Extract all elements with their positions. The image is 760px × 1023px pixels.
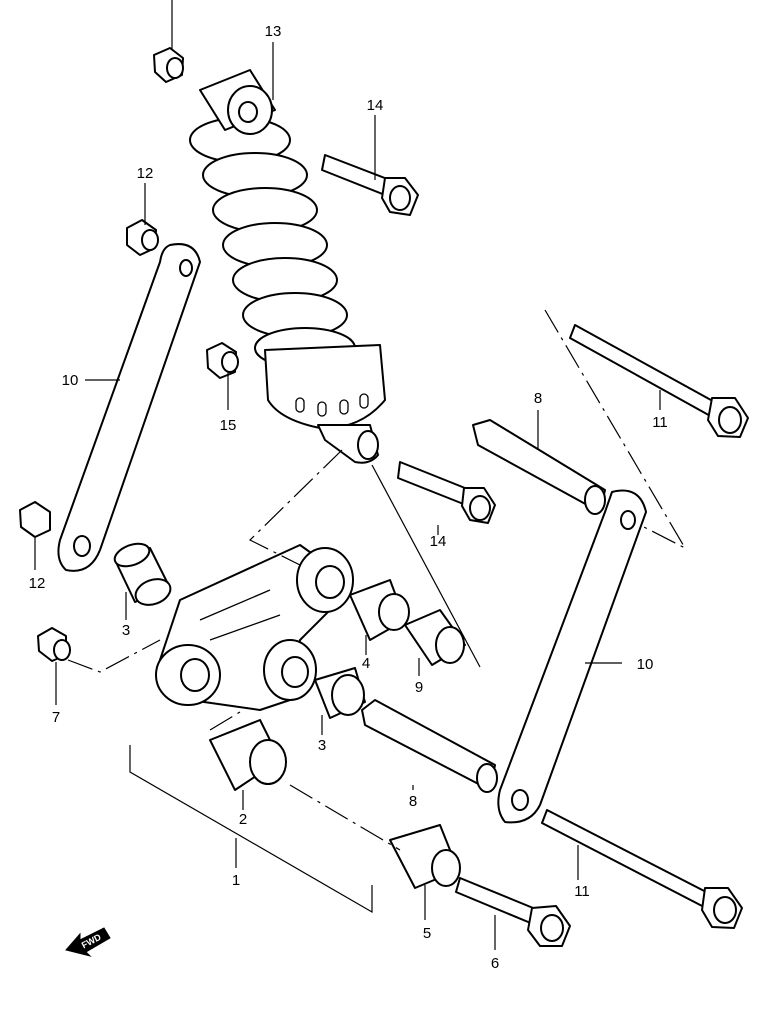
bearing-2 — [209, 719, 287, 791]
bolt-11-lower — [541, 809, 743, 929]
callout-11-upper: 11 — [652, 414, 668, 431]
nut-12-lower — [19, 501, 51, 538]
leader-lines — [34, 0, 661, 950]
sleeve-8-upper — [472, 419, 606, 515]
assembly-lines — [67, 309, 687, 851]
rod-10-right — [497, 489, 647, 824]
callout-4: 4 — [362, 655, 370, 672]
nut-7 — [37, 627, 71, 662]
callout-labels: 13 14 12 10 15 8 11 14 12 3 4 9 10 7 3 8… — [29, 23, 668, 972]
bearing-4 — [349, 579, 410, 641]
bolt-6 — [455, 877, 571, 947]
cushion-lever — [155, 544, 354, 711]
callout-10-left: 10 — [62, 372, 79, 389]
rod-10-left — [57, 243, 201, 572]
callout-14-lower: 14 — [430, 533, 447, 550]
collar-3-upper — [113, 542, 172, 606]
nut-12-upper — [126, 219, 159, 256]
callout-3-upper: 3 — [122, 622, 130, 639]
fwd-arrow-icon: FWD — [65, 927, 111, 957]
callout-8-upper: 8 — [534, 390, 542, 407]
callout-12-lower: 12 — [29, 575, 46, 592]
callout-5: 5 — [423, 925, 431, 942]
callout-1: 1 — [232, 872, 240, 889]
collar-3-lower — [314, 667, 366, 719]
bolt-14-upper — [321, 154, 419, 216]
callout-8-lower: 8 — [409, 793, 417, 810]
nut-15 — [206, 342, 239, 379]
rear-shock-absorber — [189, 69, 386, 464]
callout-14-upper: 14 — [367, 97, 384, 114]
callout-11-lower: 11 — [574, 883, 590, 900]
callout-10-right: 10 — [637, 656, 654, 673]
callout-3-lower: 3 — [318, 737, 326, 754]
callout-9: 9 — [415, 679, 423, 696]
callout-2: 2 — [239, 811, 247, 828]
callout-7: 7 — [52, 709, 60, 726]
bolt-14-lower — [397, 461, 496, 524]
sleeve-8-lower — [361, 699, 498, 793]
callout-6: 6 — [491, 955, 499, 972]
callout-15: 15 — [220, 417, 237, 434]
spacer-5 — [389, 824, 461, 889]
callout-12-upper: 12 — [137, 165, 154, 182]
nut-top — [153, 47, 184, 83]
spacer-9 — [404, 609, 466, 666]
callout-13: 13 — [265, 23, 282, 40]
bolt-11-upper — [569, 324, 749, 438]
